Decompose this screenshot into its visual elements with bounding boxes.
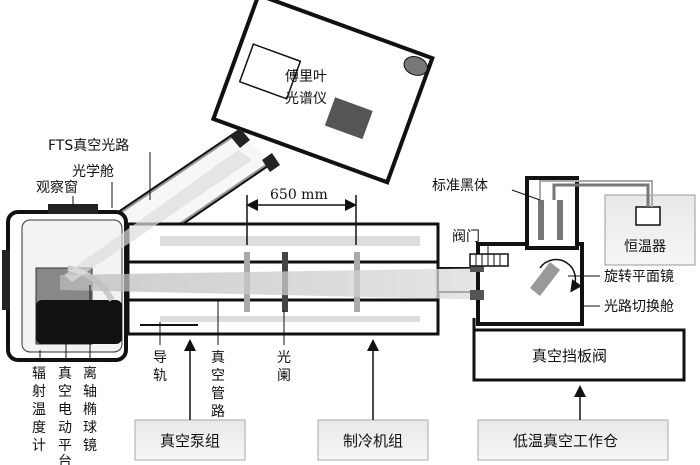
svg-text:射: 射 bbox=[32, 384, 46, 400]
svg-text:椭: 椭 bbox=[83, 402, 97, 418]
svg-text:电: 电 bbox=[58, 402, 72, 418]
svg-text:轨: 轨 bbox=[153, 368, 167, 384]
path-switch-cabin bbox=[470, 176, 584, 326]
svg-text:空: 空 bbox=[58, 384, 72, 400]
refrigeration-box bbox=[317, 419, 429, 461]
svg-text:度: 度 bbox=[32, 420, 46, 436]
svg-text:温: 温 bbox=[32, 402, 46, 418]
svg-text:光: 光 bbox=[277, 350, 291, 366]
spectrometer-inner-box bbox=[238, 43, 302, 100]
optical-beam bbox=[60, 268, 500, 300]
vacuum-pipe-label: 真 空 管 路 bbox=[211, 350, 225, 420]
dimension-650mm bbox=[246, 195, 357, 245]
optical-cabin-label: 光学舱 bbox=[72, 164, 114, 180]
spectrometer-port bbox=[403, 56, 428, 76]
svg-text:空: 空 bbox=[211, 368, 225, 384]
standard-blackbody-label: 标准黑体 bbox=[432, 178, 488, 194]
svg-text:台: 台 bbox=[58, 454, 72, 465]
vacuum-stage-label: 真 空 电 动 平 台 bbox=[58, 366, 72, 465]
fts-spectrometer bbox=[210, 0, 435, 185]
vacuum-pump-box bbox=[134, 419, 246, 461]
svg-text:轴: 轴 bbox=[83, 384, 97, 400]
spectrometer-dark-block bbox=[324, 97, 373, 140]
low-temp-chamber-box bbox=[477, 419, 669, 461]
vacuum-pump-label: 真空泵组 bbox=[160, 432, 220, 450]
svg-text:球: 球 bbox=[83, 420, 97, 436]
fts-label-line2: 光谱仪 bbox=[285, 91, 327, 107]
svg-text:辐: 辐 bbox=[32, 366, 46, 382]
thermostat bbox=[539, 180, 696, 266]
fts-vacuum-path-label: FTS真空光路 bbox=[48, 138, 129, 154]
svg-text:动: 动 bbox=[58, 420, 72, 436]
rotating-mirror bbox=[530, 262, 560, 296]
leader-lines bbox=[39, 152, 600, 362]
refrigeration-label: 制冷机组 bbox=[343, 432, 403, 450]
svg-text:镜: 镜 bbox=[83, 438, 97, 454]
svg-text:计: 计 bbox=[32, 438, 46, 454]
svg-text:导: 导 bbox=[153, 350, 167, 366]
valve bbox=[469, 253, 509, 267]
aperture-label: 光 阑 bbox=[277, 350, 291, 384]
svg-text:管: 管 bbox=[211, 386, 225, 402]
fts-label-line1: 傅里叶 bbox=[285, 69, 327, 85]
rotating-mirror-label: 旋转平面镜 bbox=[604, 269, 674, 285]
off-axis-mirror-label: 离 轴 椭 球 镜 bbox=[83, 365, 97, 454]
dimension-label: 650 mm bbox=[270, 187, 328, 203]
svg-text:真: 真 bbox=[58, 366, 72, 382]
vacuum-baffle-valve bbox=[472, 318, 686, 382]
svg-text:真: 真 bbox=[211, 350, 225, 366]
valve-label: 阀门 bbox=[452, 229, 480, 245]
svg-text:路: 路 bbox=[211, 404, 225, 420]
observation-window-label: 观察窗 bbox=[36, 179, 78, 196]
path-switch-cabin-label: 光路切换舱 bbox=[604, 298, 674, 315]
low-temp-chamber-label: 低温真空工作仓 bbox=[513, 432, 618, 450]
side-port bbox=[2, 250, 10, 310]
svg-text:离: 离 bbox=[83, 365, 97, 382]
thermostat-label: 恒温器 bbox=[624, 239, 666, 255]
svg-text:平: 平 bbox=[58, 438, 72, 454]
observation-window bbox=[48, 204, 98, 214]
vacuum-stage bbox=[36, 300, 122, 344]
svg-text:阑: 阑 bbox=[277, 368, 291, 384]
vacuum-baffle-valve-label: 真空挡板阀 bbox=[532, 347, 607, 365]
rail-label: 导 轨 bbox=[153, 350, 167, 384]
radiometer-label: 辐 射 温 度 计 bbox=[32, 366, 46, 454]
